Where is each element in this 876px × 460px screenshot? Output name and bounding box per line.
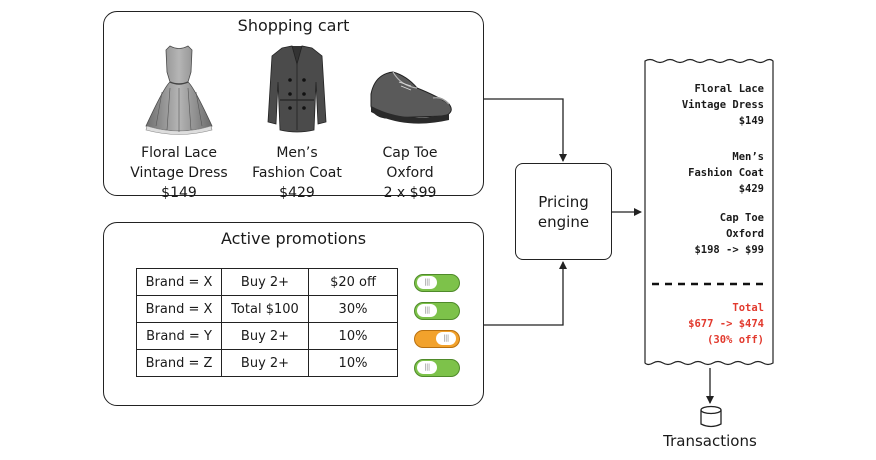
table-row: Brand = X Buy 2+ $20 off (136, 268, 398, 296)
shoe-name-line1: Cap Toe (382, 145, 438, 161)
promo-brand: Brand = X (136, 295, 222, 323)
receipt-line: Vintage Dress (681, 99, 764, 111)
active-promotions-title: Active promotions (220, 229, 367, 248)
promo-brand: Brand = Y (136, 322, 222, 350)
transactions-label: Transactions (663, 432, 757, 450)
promo-discount: 10% (308, 349, 398, 377)
promo-discount: 30% (308, 295, 398, 323)
coat-price: $429 (279, 185, 315, 201)
cart-item-label: Floral Lace Vintage Dress $149 (114, 143, 244, 203)
cart-item-shoe[interactable]: Cap Toe Oxford 2 x $99 (345, 42, 475, 203)
receipt-item-dress: Floral Lace Vintage Dress $149 (682, 81, 764, 129)
receipt-total-amount: $677 -> $474 (688, 318, 764, 330)
arrow-promos-to-engine (484, 261, 567, 326)
table-row: Brand = X Total $100 30% (136, 295, 398, 323)
dress-price: $149 (161, 185, 197, 201)
receipt-price: $149 (738, 115, 764, 127)
table-row: Brand = Z Buy 2+ 10% (136, 349, 398, 377)
dress-icon (114, 42, 244, 138)
receipt-total-label: Total (732, 302, 764, 314)
promo-discount: $20 off (308, 268, 398, 296)
dress-name-line1: Floral Lace (141, 145, 217, 161)
promo-toggle-4[interactable]: ||| (414, 359, 460, 377)
promo-condition: Total $100 (221, 295, 309, 323)
promo-brand: Brand = Z (136, 349, 222, 377)
pricing-engine-line1: Pricing (538, 192, 589, 211)
shoe-icon (345, 42, 475, 138)
toggle-knob: ||| (417, 276, 437, 289)
receipt-total: Total $677 -> $474 (30% off) (688, 300, 764, 348)
cart-item-dress[interactable]: Floral Lace Vintage Dress $149 (114, 42, 244, 203)
pricing-engine-line2: engine (537, 212, 590, 231)
promo-toggle-1[interactable]: ||| (414, 274, 460, 292)
receipt-item-coat: Men’s Fashion Coat $429 (688, 149, 764, 197)
pricing-engine-box: Pricing engine (515, 163, 612, 260)
promo-toggle-3[interactable]: ||| (414, 330, 460, 348)
receipt-line: Men’s (732, 151, 764, 163)
receipt-line: Floral Lace (694, 83, 764, 95)
receipt-line: Cap Toe (719, 212, 764, 224)
promo-toggle-2[interactable]: ||| (414, 302, 460, 320)
receipt-item-shoe: Cap Toe Oxford $198 -> $99 (694, 210, 764, 258)
promo-condition: Buy 2+ (221, 349, 309, 377)
promotions-table: Brand = X Buy 2+ $20 off Brand = X Total… (136, 268, 398, 377)
coat-name-line1: Men’s (276, 145, 318, 161)
arrow-cart-to-engine (484, 98, 567, 162)
shoe-name-line2: Oxford (386, 165, 434, 181)
cart-item-label: Cap Toe Oxford 2 x $99 (345, 143, 475, 203)
table-row: Brand = Y Buy 2+ 10% (136, 322, 398, 350)
promo-discount: 10% (308, 322, 398, 350)
receipt-paper (644, 58, 774, 366)
toggle-knob: ||| (436, 332, 456, 345)
promo-condition: Buy 2+ (221, 268, 309, 296)
toggle-knob: ||| (417, 361, 437, 374)
shopping-cart-panel: Shopping cart Floral Lace Vintage Dress … (103, 11, 484, 201)
promo-condition: Buy 2+ (221, 322, 309, 350)
coat-name-line2: Fashion Coat (252, 165, 342, 181)
promo-brand: Brand = X (136, 268, 222, 296)
dress-name-line2: Vintage Dress (130, 165, 228, 181)
receipt-price: $198 -> $99 (694, 244, 764, 256)
database-icon (700, 405, 722, 428)
receipt-line: Oxford (726, 228, 764, 240)
toggle-knob: ||| (417, 304, 437, 317)
receipt-price: $429 (738, 183, 764, 195)
active-promotions-panel: Active promotions Brand = X Buy 2+ $20 o… (103, 222, 484, 406)
coat-icon (232, 42, 362, 138)
shopping-cart-title: Shopping cart (237, 16, 350, 35)
receipt: Floral Lace Vintage Dress $149 Men’s Fas… (644, 58, 774, 366)
receipt-total-discount: (30% off) (707, 334, 764, 346)
cart-item-coat[interactable]: Men’s Fashion Coat $429 (232, 42, 362, 203)
cart-item-label: Men’s Fashion Coat $429 (232, 143, 362, 203)
receipt-line: Fashion Coat (688, 167, 764, 179)
shoe-price: 2 x $99 (383, 185, 437, 201)
